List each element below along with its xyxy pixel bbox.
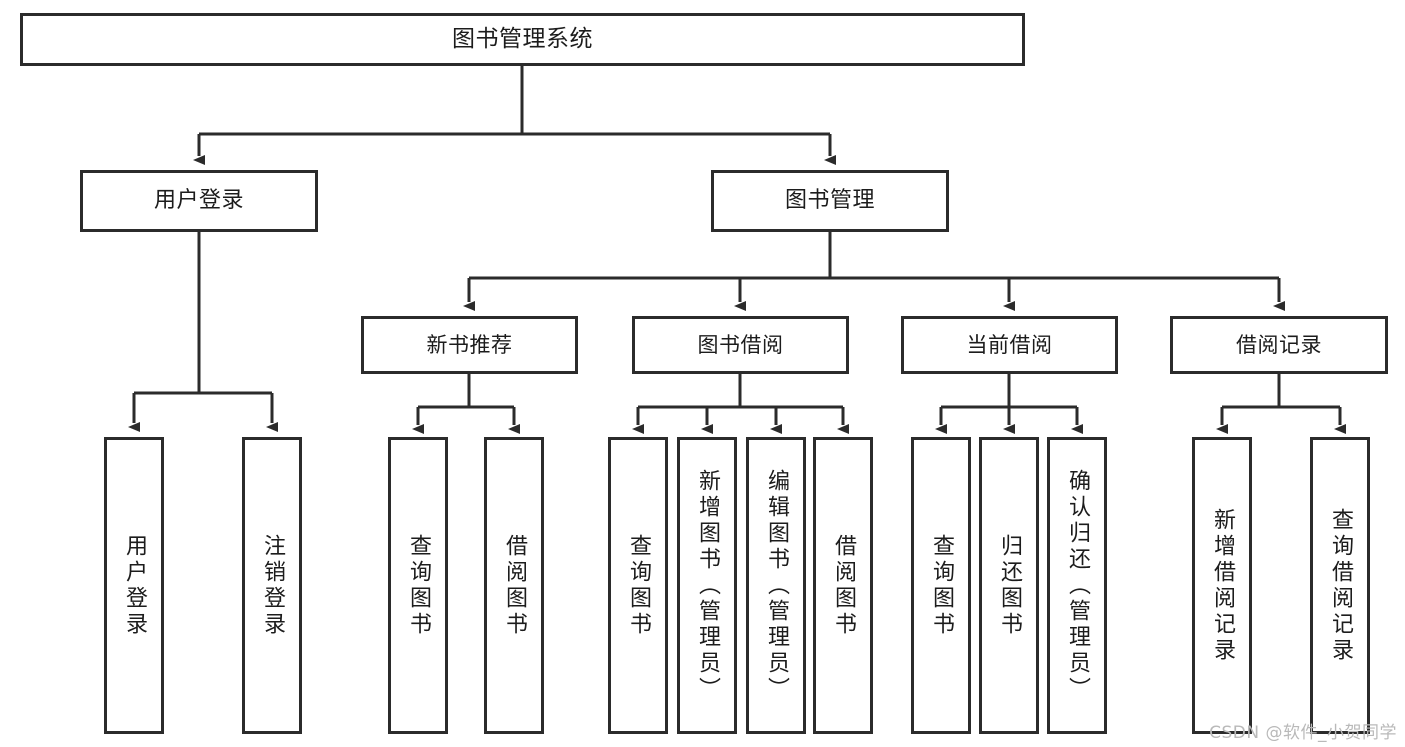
leaf-edit-book[interactable]: 编辑图书（管理员） (746, 437, 806, 734)
node-book-borrow[interactable]: 图书借阅 (632, 316, 849, 374)
node-book-borrow-label: 图书借阅 (697, 332, 784, 357)
node-book-manage[interactable]: 图书管理 (711, 170, 949, 232)
leaf-borrow-book-2[interactable]: 借阅图书 (813, 437, 873, 734)
leaf-confirm-return-label: 确认归还（管理员） (1065, 468, 1090, 703)
node-new-book-recommend[interactable]: 新书推荐 (361, 316, 578, 374)
leaf-borrow-book-2-label: 借阅图书 (831, 533, 856, 638)
leaf-query-book-3[interactable]: 查询图书 (911, 437, 971, 734)
leaf-query-record-label: 查询借阅记录 (1328, 507, 1353, 664)
leaf-user-login[interactable]: 用户登录 (104, 437, 164, 734)
leaf-add-book-label: 新增图书（管理员） (695, 468, 720, 703)
node-user-login-label: 用户登录 (153, 188, 244, 214)
leaf-add-record[interactable]: 新增借阅记录 (1192, 437, 1252, 734)
node-root-label: 图书管理系统 (452, 25, 593, 52)
leaf-borrow-book-1[interactable]: 借阅图书 (484, 437, 544, 734)
leaf-edit-book-label: 编辑图书（管理员） (764, 468, 789, 703)
leaf-query-record[interactable]: 查询借阅记录 (1310, 437, 1370, 734)
leaf-user-logout-label: 注销登录 (260, 533, 285, 638)
node-borrow-record[interactable]: 借阅记录 (1170, 316, 1388, 374)
leaf-query-book-2-label: 查询图书 (626, 533, 651, 638)
node-root[interactable]: 图书管理系统 (20, 13, 1025, 66)
node-current-borrow-label: 当前借阅 (966, 332, 1053, 357)
leaf-return-book-label: 归还图书 (997, 533, 1022, 638)
leaf-user-logout[interactable]: 注销登录 (242, 437, 302, 734)
leaf-confirm-return[interactable]: 确认归还（管理员） (1047, 437, 1107, 734)
leaf-query-book-1[interactable]: 查询图书 (388, 437, 448, 734)
leaf-query-book-2[interactable]: 查询图书 (608, 437, 668, 734)
leaf-query-book-1-label: 查询图书 (406, 533, 431, 638)
leaf-add-book[interactable]: 新增图书（管理员） (677, 437, 737, 734)
leaf-user-login-label: 用户登录 (122, 533, 147, 638)
node-borrow-record-label: 借阅记录 (1236, 332, 1322, 357)
node-current-borrow[interactable]: 当前借阅 (901, 316, 1118, 374)
leaf-query-book-3-label: 查询图书 (929, 533, 954, 638)
node-user-login[interactable]: 用户登录 (80, 170, 318, 232)
node-book-manage-label: 图书管理 (784, 188, 875, 214)
leaf-return-book[interactable]: 归还图书 (979, 437, 1039, 734)
node-new-book-recommend-label: 新书推荐 (426, 332, 513, 357)
leaf-add-record-label: 新增借阅记录 (1210, 507, 1235, 664)
leaf-borrow-book-1-label: 借阅图书 (502, 533, 527, 638)
